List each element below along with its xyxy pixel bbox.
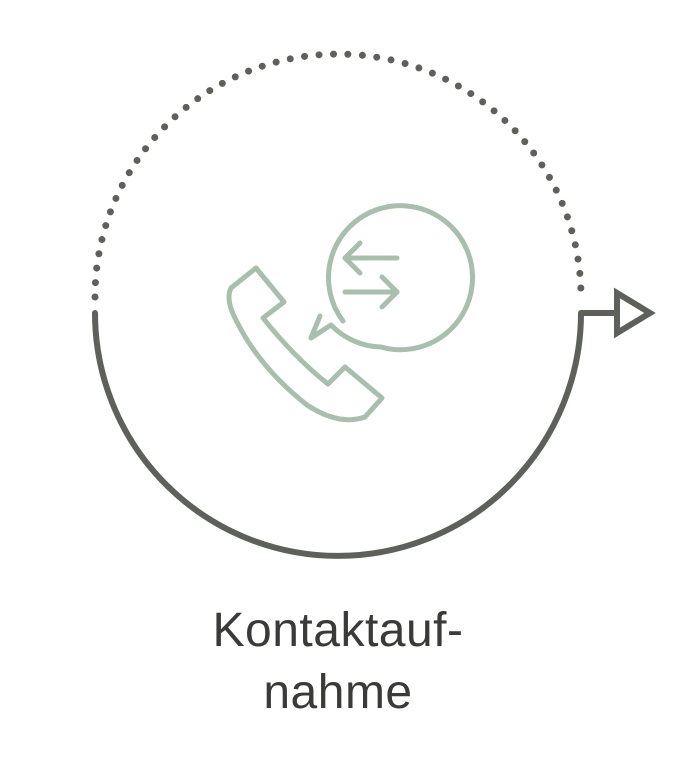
step-label-line-1: Kontaktauf-	[212, 604, 464, 657]
cycle-ring-dotted-arc	[91, 50, 585, 301]
speech-bubble-icon	[308, 203, 476, 353]
next-step-arrow-icon	[581, 287, 656, 339]
process-step-diagram	[91, 50, 656, 559]
phone-exchange-icon	[226, 203, 476, 423]
step-label: Kontaktauf- nahme	[0, 600, 676, 724]
phone-handset-icon	[226, 265, 385, 423]
cycle-ring-solid-arc	[92, 310, 584, 559]
step-label-line-2: nahme	[263, 666, 413, 719]
exchange-arrows-icon	[342, 240, 400, 310]
